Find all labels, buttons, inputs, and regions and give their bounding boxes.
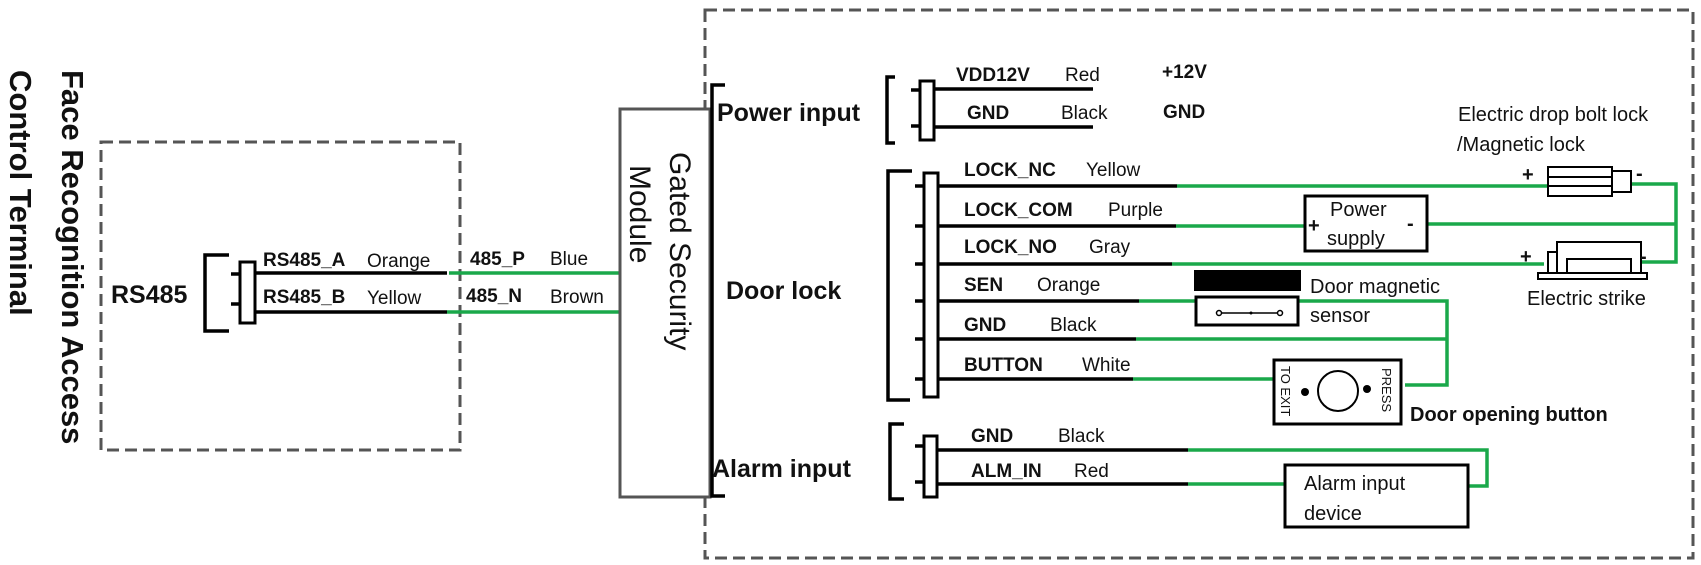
pin-alarm-gnd: GND — [971, 426, 1013, 447]
wire-485-p-color: Blue — [550, 249, 588, 270]
main-bracket — [710, 83, 725, 498]
drop-bolt-label-line2: /Magnetic lock — [1457, 134, 1586, 156]
door-sensor-label-line2: sensor — [1310, 305, 1370, 327]
pin-vdd12v-color: Red — [1065, 65, 1100, 86]
exit-button-label: Door opening button — [1410, 404, 1608, 426]
electric-strike: + - Electric strike — [1520, 241, 1648, 310]
alarm-device-line1: Alarm input — [1304, 473, 1406, 495]
power-supply-line2: supply — [1327, 228, 1385, 250]
electric-strike-label: Electric strike — [1527, 288, 1646, 310]
wire-485-n-label: 485_N — [466, 286, 522, 307]
terminal-title: Face Recognition Access Control Terminal — [3, 70, 90, 444]
title-line1: Face Recognition Access — [55, 70, 90, 444]
gated-security-module: Gated Security Module — [618, 107, 712, 499]
pin-rs485-a-color: Orange — [367, 251, 430, 272]
power-supply-plus: + — [1308, 215, 1320, 237]
pin-lock-nc: LOCK_NC — [964, 160, 1056, 181]
door-lock-group: Door lock LOCK_NC Yellow LOCK_COM Purple… — [726, 104, 1678, 426]
pin-sen-color: Orange — [1037, 275, 1100, 296]
pin-lock-com-color: Purple — [1108, 200, 1163, 221]
wire-485-n-color: Brown — [550, 287, 604, 308]
door-sensor-label-line1: Door magnetic — [1310, 276, 1440, 298]
pin-vdd12v: VDD12V — [956, 65, 1030, 86]
module-box — [618, 107, 712, 499]
electric-strike-minus: - — [1640, 246, 1647, 268]
pin-alm-in-color: Red — [1074, 461, 1109, 482]
electric-strike-plus: + — [1520, 246, 1532, 268]
alarm-input-group: Alarm input GND Black ALM_IN Red Alarm i… — [712, 422, 1489, 529]
wire-485-p-label: 485_P — [470, 249, 525, 270]
pin-lock-no: LOCK_NO — [964, 237, 1057, 258]
drop-bolt-minus: - — [1636, 163, 1643, 185]
title-line2: Control Terminal — [3, 70, 38, 316]
pin-button-color: White — [1082, 355, 1131, 376]
power-input-label: Power input — [717, 99, 861, 127]
module-wires: 485_P Blue 485_N Brown — [447, 249, 620, 314]
pin-lock-com: LOCK_COM — [964, 200, 1073, 221]
pin-power-gnd: GND — [967, 103, 1009, 124]
rs485-bracket — [203, 253, 229, 333]
pin-sen: SEN — [964, 275, 1003, 296]
alarm-device-line2: device — [1304, 503, 1362, 525]
target-12v: +12V — [1162, 62, 1207, 83]
pin-rs485-b: RS485_B — [263, 287, 345, 308]
rs485-label: RS485 — [111, 281, 188, 309]
rs485-terminal-block — [238, 260, 257, 325]
pin-lock-nc-color: Yellow — [1086, 160, 1141, 181]
exit-button: TO EXIT PRESS Door opening button — [1272, 358, 1608, 426]
alarm-input-device: Alarm input device — [1283, 463, 1470, 529]
pin-button: BUTTON — [964, 355, 1043, 376]
exit-button-left-text: TO EXIT — [1278, 366, 1293, 416]
rs485-connector: RS485 RS485_A Orange RS485_B Yellow — [111, 250, 447, 333]
pin-alm-in: ALM_IN — [971, 461, 1042, 482]
drop-bolt-lock: Electric drop bolt lock /Magnetic lock +… — [1457, 104, 1649, 197]
pin-door-gnd-color: Black — [1050, 315, 1097, 336]
target-gnd: GND — [1163, 102, 1205, 123]
module-label-line1: Gated Security — [663, 152, 696, 350]
exit-button-right-text: PRESS — [1379, 368, 1394, 412]
door-lock-label: Door lock — [726, 277, 841, 305]
power-supply-minus: - — [1407, 213, 1414, 235]
drop-bolt-plus: + — [1522, 164, 1534, 186]
door-magnetic-sensor: Door magnetic sensor — [1194, 270, 1440, 327]
pin-power-gnd-color: Black — [1061, 103, 1108, 124]
drop-bolt-label-line1: Electric drop bolt lock — [1458, 104, 1649, 126]
pin-alarm-gnd-color: Black — [1058, 426, 1105, 447]
alarm-input-label: Alarm input — [712, 455, 852, 483]
power-supply-line1: Power — [1330, 199, 1387, 221]
terminal-boundary — [99, 140, 462, 452]
power-input-group: Power input VDD12V Red GND Black +12V GN… — [717, 62, 1207, 145]
pin-door-gnd: GND — [964, 315, 1006, 336]
pin-rs485-a: RS485_A — [263, 250, 346, 271]
pin-lock-no-color: Gray — [1089, 237, 1131, 258]
power-supply: Power supply + - — [1303, 194, 1429, 253]
module-label-line2: Module — [623, 165, 656, 263]
pin-rs485-b-color: Yellow — [367, 288, 422, 309]
